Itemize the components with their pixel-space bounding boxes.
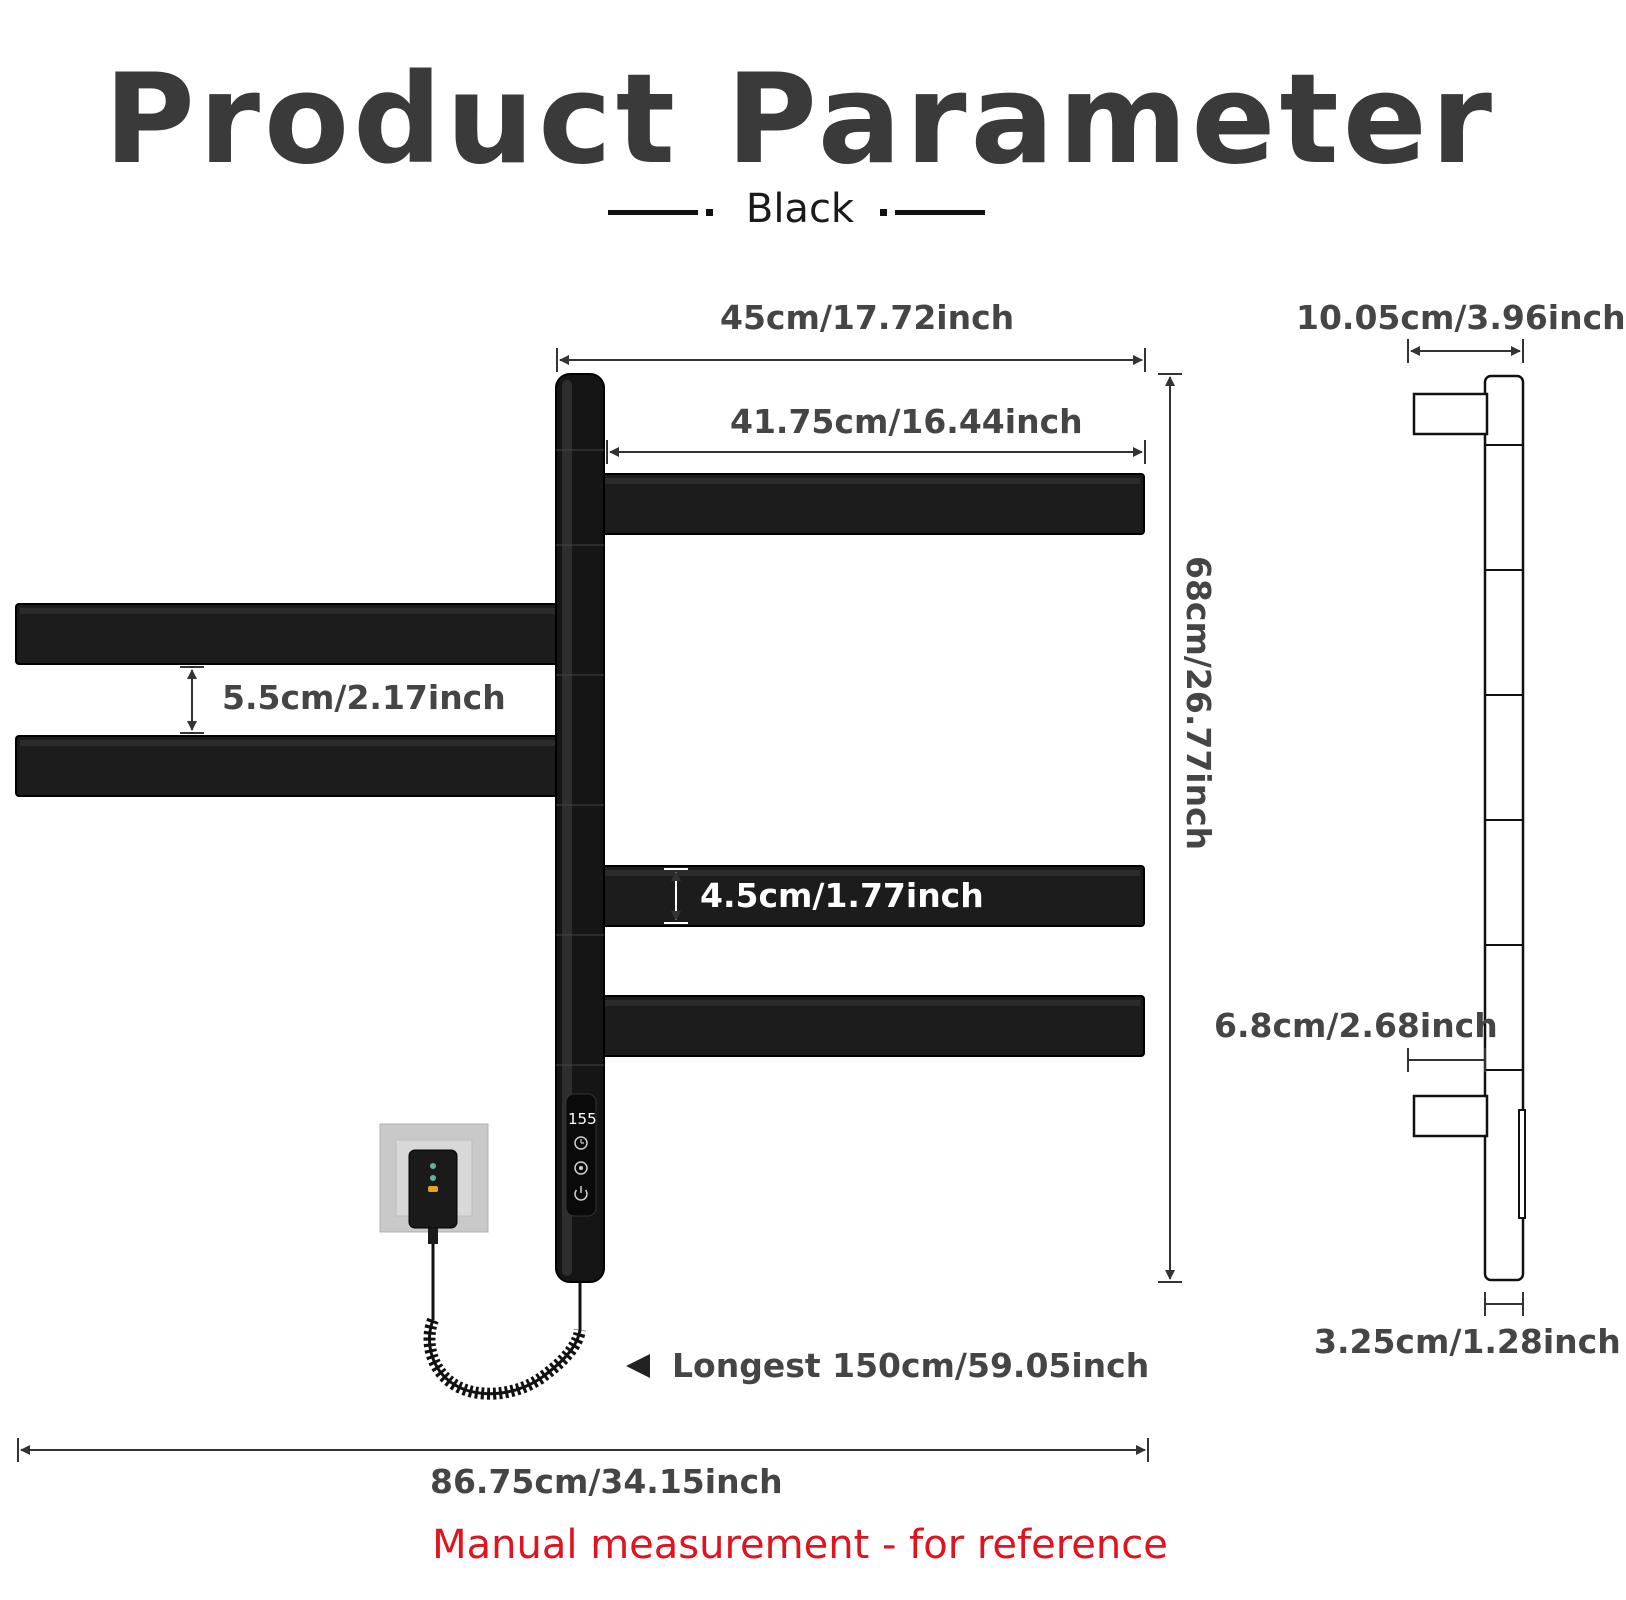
wall-socket <box>379 1123 489 1244</box>
clock-icon <box>574 1136 588 1150</box>
right-towel-bars <box>597 473 1145 1057</box>
coiled-cable <box>423 1244 586 1400</box>
label-bar-gap: 5.5cm/2.17inch <box>222 678 506 717</box>
label-cable-length: Longest 150cm/59.05inch <box>672 1346 1150 1385</box>
measurement-note: Manual measurement - for reference <box>432 1522 1168 1568</box>
label-mount-depth: 6.8cm/2.68inch <box>1214 1006 1498 1045</box>
side-view <box>1412 374 1526 1282</box>
color-label: Black <box>745 186 855 232</box>
dim-bar-gap <box>180 666 204 734</box>
subtitle-left-dot <box>706 209 713 216</box>
dim-bar-length <box>606 440 1146 464</box>
dim-side-depth <box>1407 339 1524 363</box>
dim-overall-width <box>556 348 1146 372</box>
subtitle-right-line <box>895 210 985 215</box>
label-side-depth: 10.05cm/3.96inch <box>1296 298 1626 337</box>
label-pole-width: 3.25cm/1.28inch <box>1314 1322 1621 1361</box>
control-panel <box>565 1093 597 1217</box>
dim-pole-width <box>1484 1292 1524 1316</box>
dim-bar-height <box>664 868 688 924</box>
subtitle-left-line <box>608 210 698 215</box>
dim-total-span <box>17 1438 1149 1462</box>
color-variant-heading: Black <box>0 186 1600 236</box>
display-reading: 155 <box>568 1110 597 1128</box>
label-total-span: 86.75cm/34.15inch <box>430 1462 783 1501</box>
page-title: Product Parameter <box>103 48 1497 192</box>
label-bar-height: 4.5cm/1.77inch <box>700 876 984 915</box>
dim-mount-depth <box>1407 1048 1486 1072</box>
label-height: 68cm/26.77inch <box>1179 556 1218 851</box>
central-pole <box>555 373 605 1283</box>
power-icon <box>574 1189 588 1201</box>
subtitle-right-dot <box>880 209 887 216</box>
dim-height <box>1158 373 1182 1283</box>
cable-pointer-icon <box>626 1354 650 1378</box>
label-overall-width: 45cm/17.72inch <box>720 298 1015 337</box>
label-bar-length: 41.75cm/16.44inch <box>730 402 1083 441</box>
heat-icon <box>574 1161 588 1175</box>
